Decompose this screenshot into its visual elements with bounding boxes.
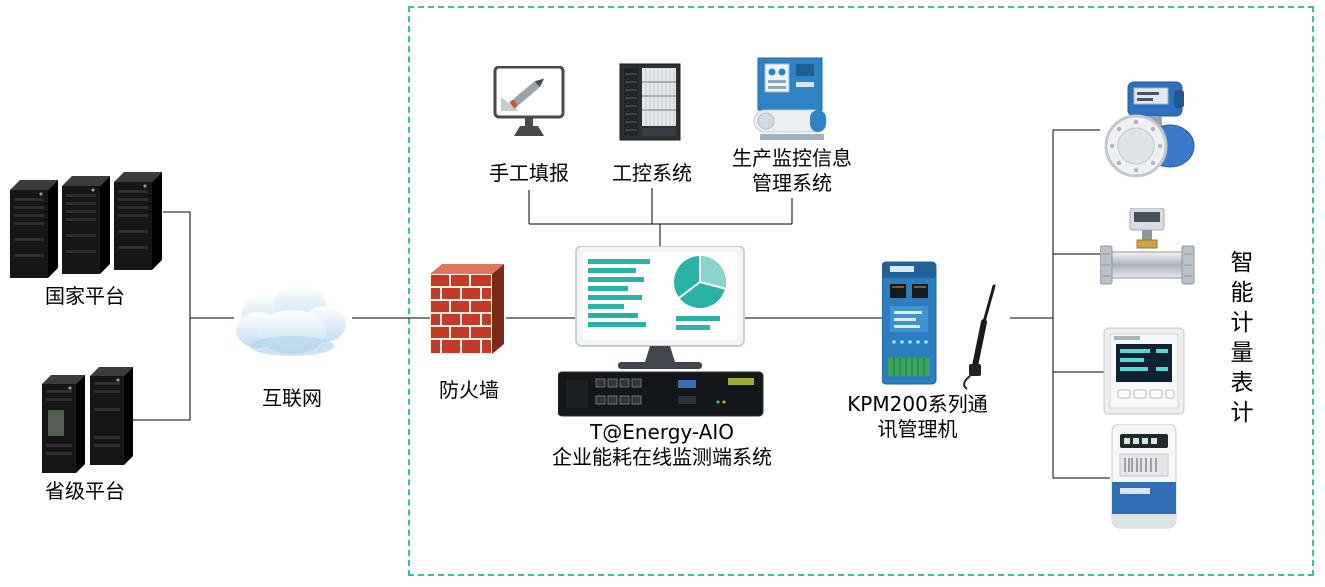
power-meter-icon: [1103, 327, 1185, 415]
provincial-platform-servers-icon: [42, 367, 133, 473]
firewall-label: 防火墙: [439, 378, 499, 402]
production-monitoring-label: 生产监控信息 管理系统: [712, 146, 872, 196]
turbine-flowmeter-icon: [1100, 208, 1195, 285]
production-monitoring-label-line2: 管理系统: [752, 171, 832, 195]
enterprise-boundary-box: [408, 6, 1314, 576]
national-platform-servers-icon: [10, 172, 162, 278]
internet-label: 互联网: [262, 386, 322, 410]
smart-meters-label: 智能计量表计: [1226, 250, 1252, 430]
industrial-control-label: 工控系统: [612, 161, 692, 185]
production-monitoring-icon: [753, 57, 827, 140]
manual-entry-label: 手工填报: [489, 161, 569, 185]
electricity-meter-icon: [1111, 424, 1177, 529]
industrial-control-icon: [619, 63, 681, 141]
manual-entry-monitor-icon: [493, 66, 565, 136]
energy-system-label: T@Energy-AIO 企业能耗在线监测端系统: [528, 420, 796, 470]
comm-manager-label-line1: KPM200系列通: [847, 392, 988, 416]
firewall-icon: [430, 264, 504, 354]
comm-manager-label-line2: 讯管理机: [877, 417, 958, 441]
comm-manager-label: KPM200系列通 讯管理机: [830, 392, 1005, 442]
energy-system-desc: 企业能耗在线监测端系统: [552, 445, 772, 469]
electromagnetic-flowmeter-icon: [1104, 81, 1195, 178]
internet-cloud-icon: [236, 284, 346, 356]
energy-monitor-icon: [558, 246, 764, 417]
kpm200-device-icon: [882, 261, 996, 390]
production-monitoring-label-line1: 生产监控信息: [732, 146, 852, 170]
antenna-icon: [963, 284, 996, 390]
national-platform-label: 国家平台: [45, 284, 125, 308]
provincial-platform-label: 省级平台: [45, 479, 125, 503]
energy-system-name: T@Energy-AIO: [590, 420, 734, 444]
